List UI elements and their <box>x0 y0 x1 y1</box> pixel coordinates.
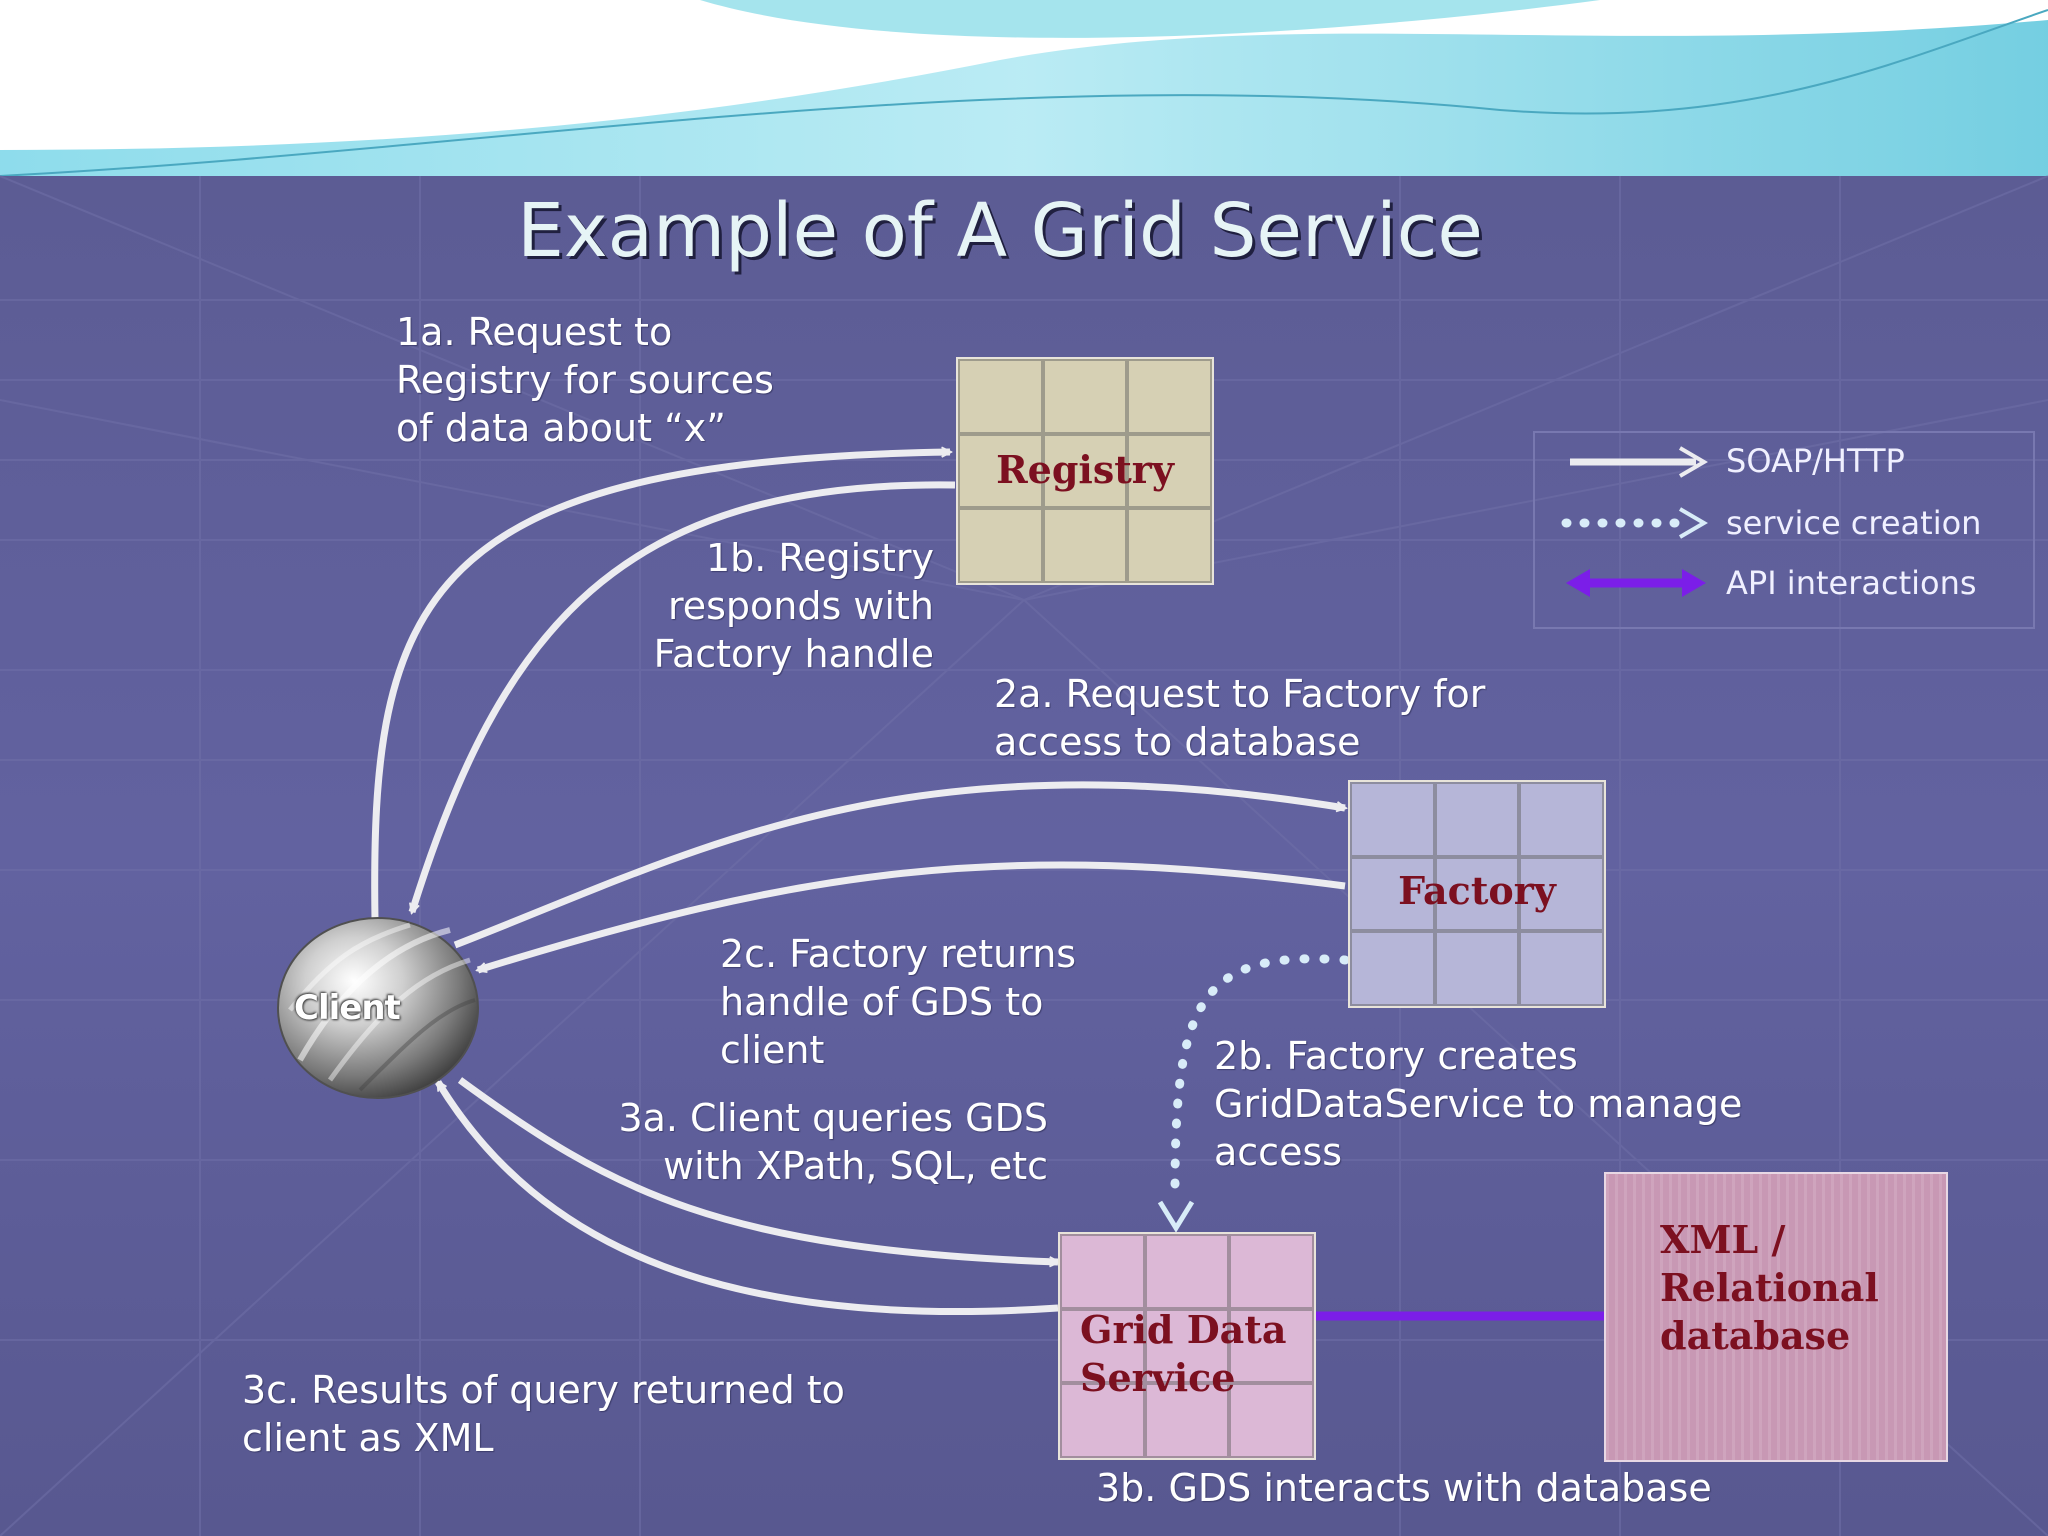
arrow-3a <box>457 1077 1058 1262</box>
client-label: Client <box>294 988 401 1028</box>
legend-creation-arrow <box>1561 507 1708 539</box>
registry-node: Registry <box>956 357 1214 585</box>
database-node: XML / Relational database <box>1604 1172 1948 1462</box>
database-label: XML / Relational database <box>1660 1217 1879 1358</box>
arrow-1a <box>371 452 950 921</box>
arrow-2a <box>453 781 1345 949</box>
label-3a: 3a. Client queries GDS with XPath, SQL, … <box>618 1096 1048 1188</box>
label-1a: 1a. Request to Registry for sources of d… <box>396 310 774 450</box>
label-2a: 2a. Request to Factory for access to dat… <box>994 672 1486 764</box>
label-2c: 2c. Factory returns handle of GDS to cli… <box>720 932 1077 1072</box>
label-3b: 3b. GDS interacts with database <box>1096 1466 1712 1510</box>
legend-frame <box>1533 431 2035 629</box>
grid-data-service-node: Grid Data Service <box>1058 1232 1316 1460</box>
legend-creation-label: service creation <box>1726 504 1982 542</box>
legend-soap-label: SOAP/HTTP <box>1726 442 1905 480</box>
client-sphere <box>277 917 479 1099</box>
arrow-2b <box>1157 954 1350 1233</box>
arrow-2c <box>478 861 1346 974</box>
label-1b: 1b. Registry responds with Factory handl… <box>653 536 934 676</box>
grid-data-service-label: Grid Data Service <box>1080 1307 1287 1400</box>
label-3c: 3c. Results of query returned to client … <box>242 1368 845 1460</box>
label-2b: 2b. Factory creates GridDataService to m… <box>1214 1034 1743 1174</box>
arrow-3c <box>435 1082 1059 1316</box>
factory-label: Factory <box>1398 868 1556 913</box>
slide-title: Example of A Grid Service <box>517 188 1483 274</box>
registry-label: Registry <box>996 447 1174 492</box>
arrow-1b <box>408 481 956 912</box>
legend-api-arrow <box>1566 569 1706 597</box>
legend-soap-arrow <box>1570 446 1708 478</box>
legend-api-label: API interactions <box>1726 564 1977 602</box>
factory-node: Factory <box>1348 780 1606 1008</box>
